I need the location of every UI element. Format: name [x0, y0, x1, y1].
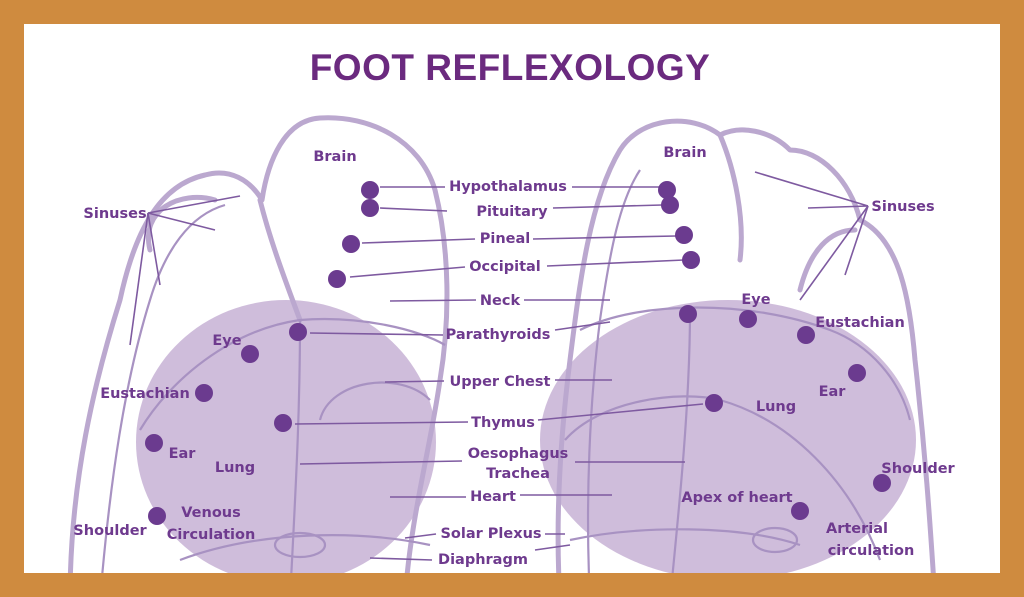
right-foot-labels: Brain Sinuses Eye Eustachian Ear Lung Sh…: [663, 145, 955, 559]
right-label-brain: Brain: [663, 145, 706, 161]
right-label-ear: Ear: [819, 384, 847, 400]
label-thymus: Thymus: [471, 415, 535, 431]
left-label-venous: Venous: [181, 505, 241, 521]
label-trachea: Trachea: [486, 466, 550, 482]
right-label-shoulder: Shoulder: [881, 461, 955, 477]
right-label-eye: Eye: [741, 292, 770, 308]
left-foot-labels: Brain Sinuses Eye Eustachian Ear Lung Sh…: [73, 149, 356, 543]
center-labels: Hypothalamus Pituitary Pineal Occipital …: [438, 179, 568, 568]
right-label-lung: Lung: [756, 399, 796, 415]
label-pineal: Pineal: [480, 231, 531, 247]
left-label-ear: Ear: [169, 446, 197, 462]
right-label-apex-of-heart: Apex of heart: [681, 490, 792, 506]
right-label-arterial: Arterial: [826, 521, 888, 537]
label-heart: Heart: [470, 489, 516, 505]
right-foot-outline: [555, 118, 936, 573]
right-label-sinuses: Sinuses: [871, 199, 934, 215]
label-hypothalamus: Hypothalamus: [449, 179, 567, 195]
left-label-sinuses: Sinuses: [83, 206, 146, 222]
left-label-lung: Lung: [215, 460, 255, 476]
label-neck: Neck: [480, 293, 521, 309]
left-label-brain: Brain: [313, 149, 356, 165]
right-label-circulation: circulation: [828, 543, 915, 559]
left-foot-outline: [67, 115, 450, 573]
reflex-points: [145, 181, 891, 525]
right-label-eustachian: Eustachian: [815, 315, 905, 331]
left-label-shoulder: Shoulder: [73, 523, 147, 539]
label-pituitary: Pituitary: [476, 204, 548, 220]
label-parathyroids: Parathyroids: [446, 327, 551, 343]
label-upper-chest: Upper Chest: [450, 374, 551, 390]
right-chest-zone: [540, 300, 916, 573]
left-label-eustachian: Eustachian: [100, 386, 190, 402]
left-label-eye: Eye: [212, 333, 241, 349]
left-label-circulation: Circulation: [167, 527, 256, 543]
leader-lines: [129, 171, 869, 561]
label-oesophagus: Oesophagus: [468, 446, 569, 462]
label-diaphragm: Diaphragm: [438, 552, 528, 568]
label-occipital: Occipital: [469, 259, 541, 275]
title: FOOT REFLEXOLOGY: [310, 47, 711, 88]
left-chest-zone: [136, 300, 436, 573]
label-solar-plexus: Solar Plexus: [440, 526, 541, 542]
